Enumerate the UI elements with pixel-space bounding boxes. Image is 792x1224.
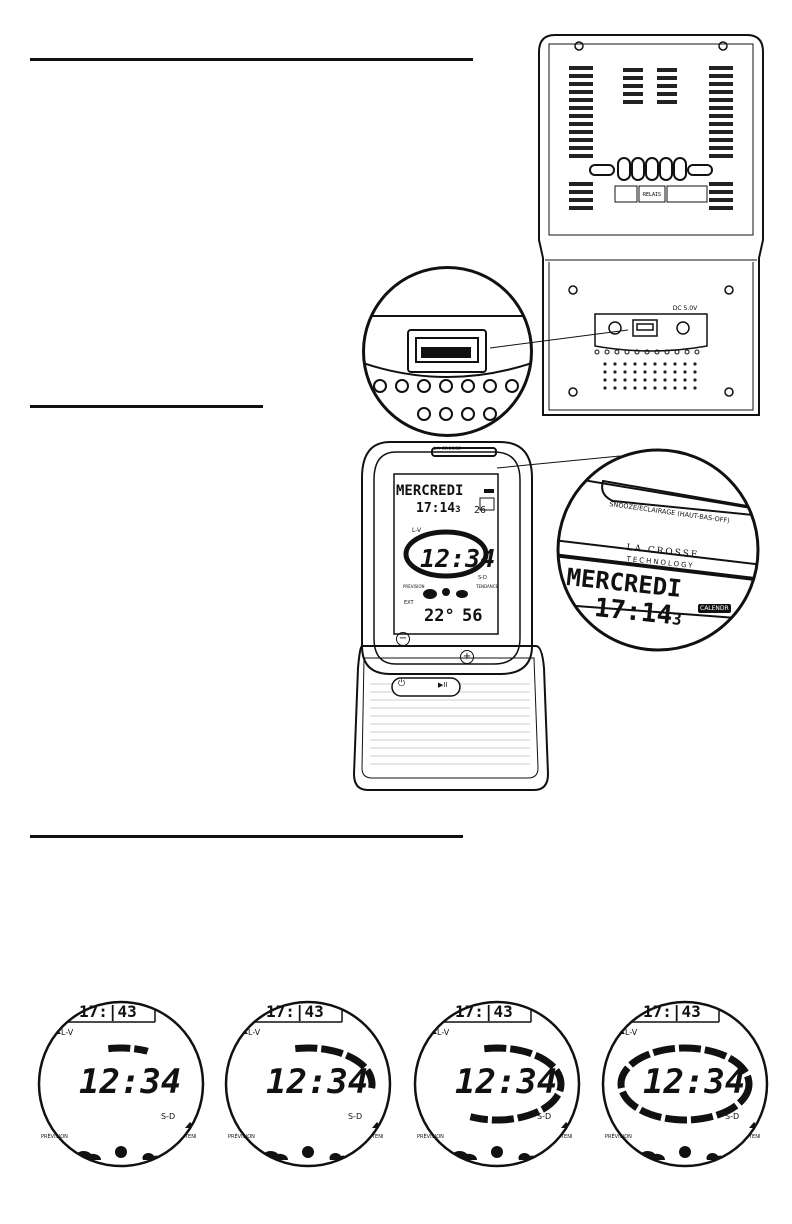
- progress-ring: [469, 1044, 565, 1124]
- play-pause-button[interactable]: ▶II: [438, 681, 448, 689]
- lcd-time-small: 17:143: [416, 501, 461, 516]
- progression-trend: TENI: [185, 1134, 197, 1140]
- progression-weekend: S-D: [725, 1112, 740, 1121]
- minus-button[interactable]: −: [396, 632, 410, 646]
- zoom-seconds: 3: [671, 609, 683, 630]
- progression-forecast: PRÉVISION: [417, 1134, 444, 1140]
- rear-reset-label: RELAIS: [643, 192, 661, 198]
- progression-weekend: S-D: [161, 1112, 176, 1121]
- dc-input-label: DC 5.0V: [673, 305, 698, 312]
- usb-port-zoom: [362, 266, 533, 437]
- progression-weekday: L-V: [61, 1028, 74, 1037]
- section-rule-3: [30, 835, 463, 838]
- progression-top-time: 17:|43: [79, 1002, 137, 1021]
- sun-icon: [302, 1146, 314, 1158]
- progression-weekend: S-D: [537, 1112, 552, 1121]
- progression-top-time: 17:|43: [455, 1002, 513, 1021]
- lcd-day: MERCREDI: [396, 483, 464, 499]
- lcd-big-time: 12:34: [420, 544, 496, 573]
- sun-icon: [679, 1146, 691, 1158]
- lcd-date: 26: [474, 505, 487, 516]
- lcd-trend-label: TENDANCE: [476, 584, 499, 589]
- progression-weekday: L-V: [437, 1028, 450, 1037]
- section-rule-2: [30, 405, 263, 408]
- plus-button[interactable]: +: [460, 650, 474, 664]
- lcd-circle: [413, 1000, 581, 1168]
- lcd-alarm-weekday: L-V: [412, 527, 422, 534]
- snooze-leader-line: [496, 455, 621, 469]
- lcd-forecast-label: PRÉVISION: [403, 584, 425, 589]
- progression-weekday: L-V: [248, 1028, 261, 1037]
- lcd-seconds: 3: [455, 505, 461, 515]
- progress-ring: [107, 1044, 149, 1055]
- progression-trend: TENI: [561, 1134, 573, 1140]
- front-brand-line1: LA CROSSE: [434, 446, 462, 451]
- sun-icon: [115, 1146, 127, 1158]
- progression-forecast: PRÉVISION: [228, 1134, 255, 1140]
- lcd-temperature: 22°: [424, 606, 455, 626]
- lcd-time-hm: 17:14: [416, 501, 456, 516]
- snooze-button-zoom: [556, 448, 760, 652]
- lcd-circle: [37, 1000, 205, 1168]
- lcd-ext-label: EXT: [404, 600, 414, 606]
- lcd-circle: [601, 1000, 769, 1168]
- front-brand-mark: LA CROSSE: [434, 446, 461, 451]
- progression-forecast: PRÉVISION: [41, 1134, 68, 1140]
- front-device-illustration: [352, 441, 550, 791]
- usb-leader-line: [489, 329, 629, 349]
- progression-time: 12:34: [455, 1062, 558, 1102]
- progression-trend: TENI: [372, 1134, 384, 1140]
- lcd-circle: [224, 1000, 392, 1168]
- progression-top-time: 17:|43: [266, 1002, 324, 1021]
- progression-trend: TENI: [749, 1134, 761, 1140]
- progression-time: 12:34: [266, 1062, 369, 1102]
- progression-time: 12:34: [79, 1062, 182, 1102]
- sun-icon: [491, 1146, 503, 1158]
- rear-view-illustration: RELAIS DC 5.0V: [538, 34, 764, 416]
- progression-time: 12:34: [643, 1062, 746, 1102]
- progress-ring: [617, 1044, 753, 1124]
- lcd-humidity: 56: [462, 606, 483, 626]
- zoom-calendar-tag: CALENDR: [698, 604, 731, 613]
- progression-weekday: L-V: [625, 1028, 638, 1037]
- progression-forecast: PRÉVISION: [605, 1134, 632, 1140]
- progression-weekend: S-D: [348, 1112, 363, 1121]
- progress-ring: [294, 1044, 376, 1089]
- section-rule-1: [30, 58, 473, 61]
- progression-top-time: 17:|43: [643, 1002, 701, 1021]
- power-button[interactable]: ⏻: [398, 679, 406, 689]
- lcd-alarm-weekend: S-D: [478, 575, 487, 581]
